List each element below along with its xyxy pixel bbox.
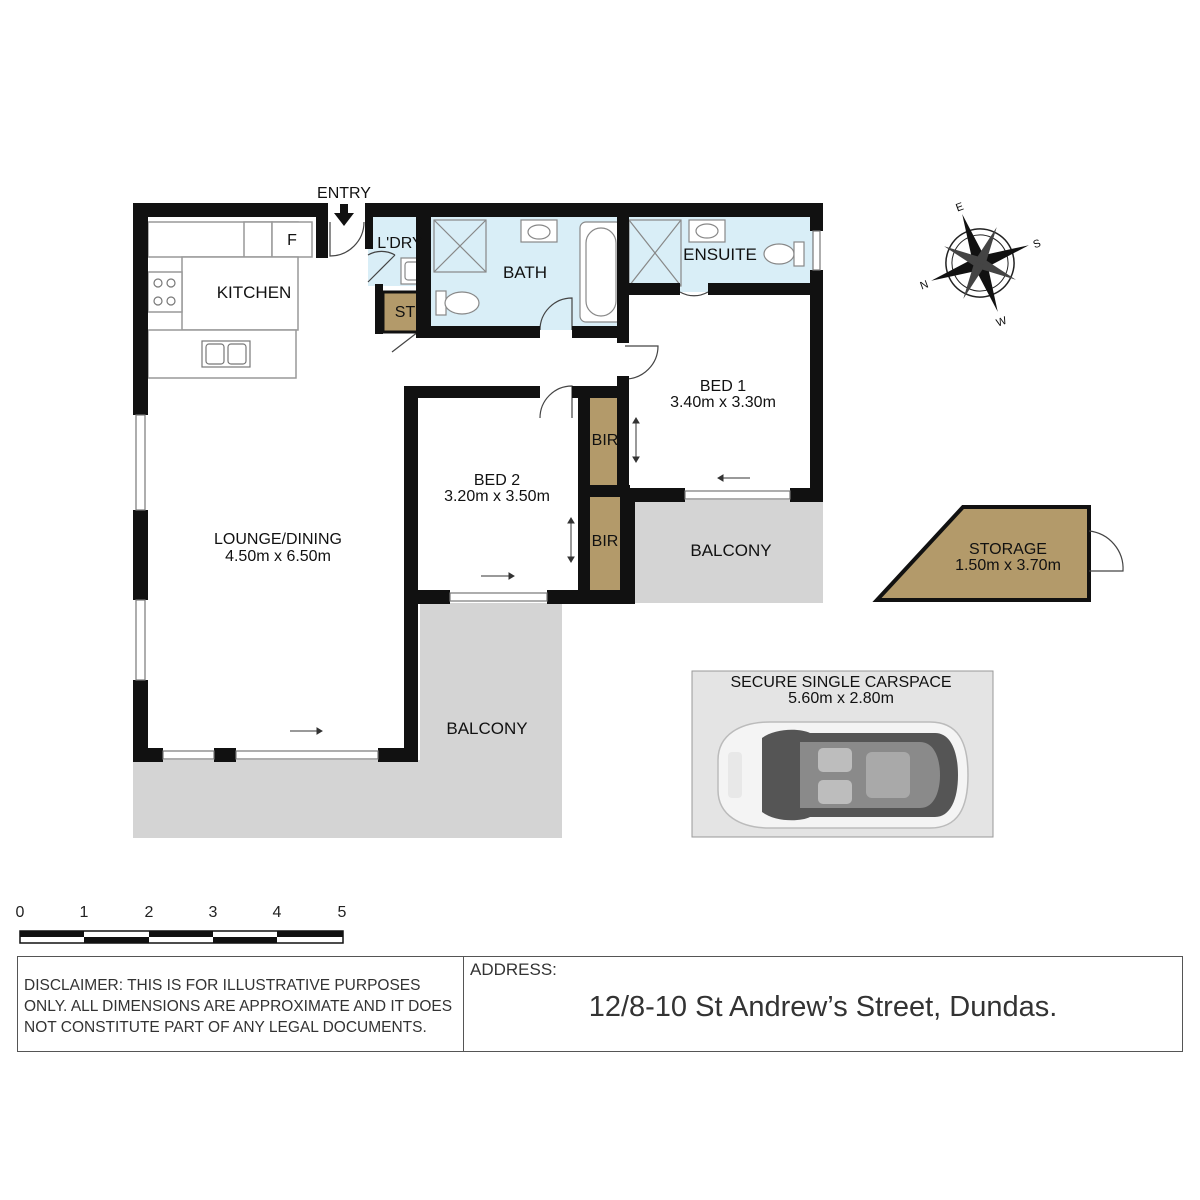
windows — [135, 230, 821, 760]
scale-label-3: 3 — [208, 904, 218, 921]
storage-name: STORAGE — [969, 541, 1047, 558]
carspace-name: SECURE SINGLE CARSPACE — [730, 674, 951, 691]
lounge-dims: 4.50m x 6.50m — [225, 548, 331, 565]
door-swings — [329, 221, 709, 419]
bir-lower-label: BIR — [592, 533, 619, 550]
compass-west: W — [995, 315, 1009, 330]
scale-label-2: 2 — [144, 904, 154, 921]
balcony-main-label: BALCONY — [446, 719, 527, 738]
bath-toilet-icon — [435, 290, 480, 316]
compass-south: S — [1032, 237, 1043, 251]
scale-label-4: 4 — [272, 904, 282, 921]
entry-arrow-icon — [334, 204, 354, 226]
balcony-main-area — [133, 760, 562, 838]
balcony-main-area-upper — [420, 603, 562, 763]
bed2-name: BED 2 — [474, 472, 520, 489]
laundry-label: L'DRY — [377, 235, 423, 252]
bed1-dims: 3.40m x 3.30m — [670, 394, 776, 411]
bed2-dims: 3.20m x 3.50m — [444, 488, 550, 505]
balcony-east-label: BALCONY — [690, 541, 771, 560]
bir-lower-cupboard — [588, 497, 624, 592]
lounge-name: LOUNGE/DINING — [214, 531, 342, 548]
compass-north: N — [919, 278, 931, 292]
carspace-dims: 5.60m x 2.80m — [788, 690, 894, 707]
walls — [133, 203, 823, 762]
bed1-name: BED 1 — [700, 378, 746, 395]
disclaimer-text: DISCLAIMER: THIS IS FOR ILLUSTRATIVE PUR… — [18, 957, 464, 1051]
entry-label: ENTRY — [317, 185, 371, 202]
address-block: ADDRESS: 12/8-10 St Andrew’s Street, Dun… — [464, 957, 1182, 1051]
storage-cage — [872, 505, 1091, 602]
scale-label-1: 1 — [79, 904, 89, 921]
kitchen-sink-icon — [201, 340, 251, 368]
store-label: ST — [395, 304, 416, 321]
address-heading: ADDRESS: — [470, 960, 557, 979]
ensuite-toilet-icon — [763, 241, 805, 267]
storage-dims: 1.50m x 3.70m — [955, 557, 1061, 574]
bath-shower-icon — [433, 219, 487, 273]
scale-bar — [19, 930, 344, 944]
bathtub-icon — [579, 221, 623, 323]
bir-upper-label: BIR — [592, 432, 619, 449]
compass-east: E — [954, 201, 965, 215]
scale-label-5: 5 — [337, 904, 347, 921]
ensuite-basin-icon — [688, 219, 726, 243]
info-panel: DISCLAIMER: THIS IS FOR ILLUSTRATIVE PUR… — [17, 956, 1183, 1052]
scale-label-0: 0 — [15, 904, 25, 921]
balcony-east-area — [635, 500, 823, 603]
fridge-label: F — [287, 232, 297, 249]
kitchen-label: KITCHEN — [217, 283, 292, 302]
cooktop-icon — [153, 278, 176, 306]
car-icon — [717, 721, 969, 829]
storage-door-swing — [1088, 530, 1124, 572]
ensuite-label: ENSUITE — [683, 245, 757, 264]
bath-label: BATH — [503, 263, 547, 282]
compass-icon: N E S W — [919, 201, 1043, 330]
slide-arrows — [290, 417, 750, 735]
bath-basin-icon — [520, 219, 558, 243]
address-value: 12/8-10 St Andrew’s Street, Dundas. — [588, 991, 1058, 1023]
